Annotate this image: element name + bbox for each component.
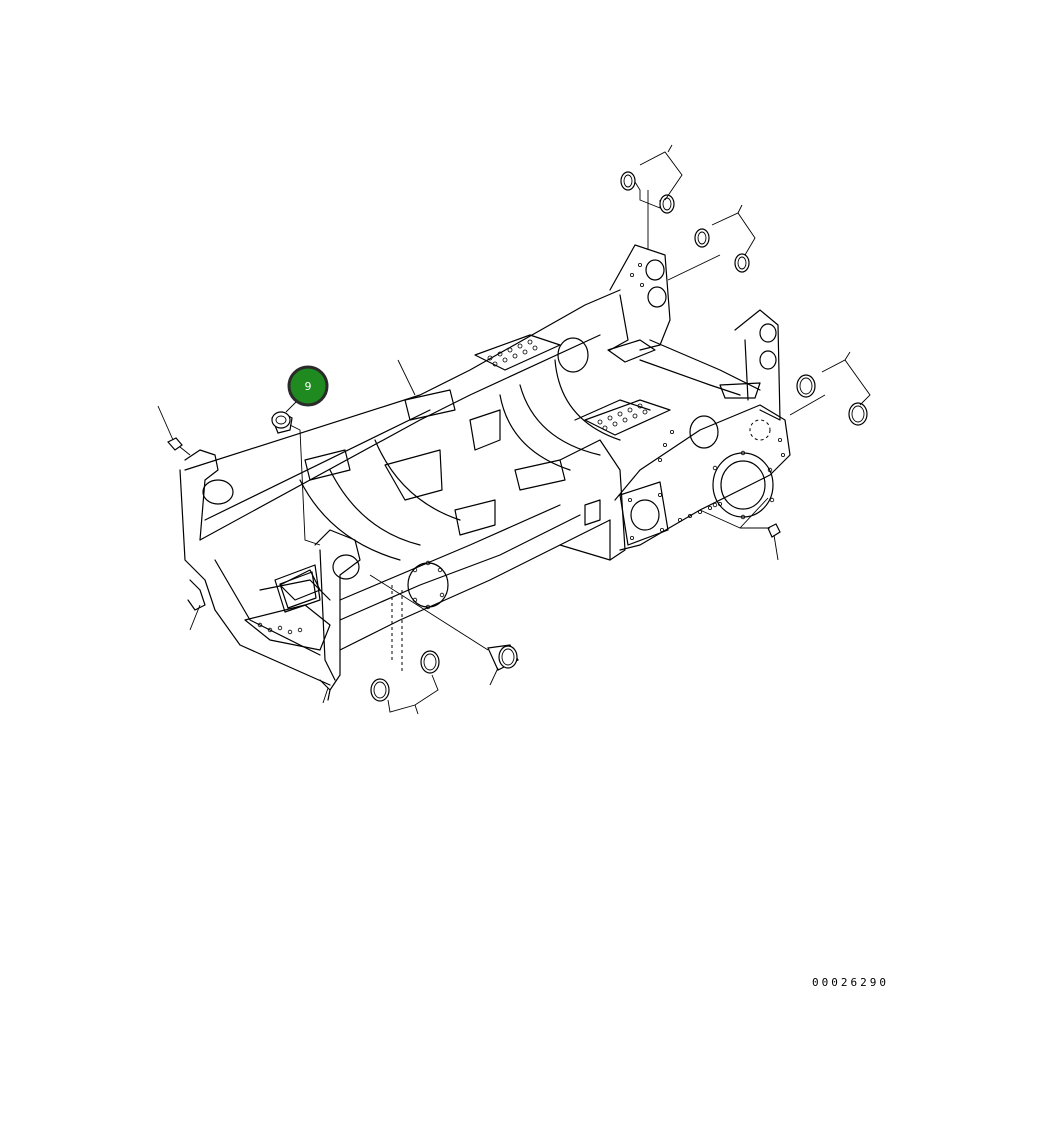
- frame-assembly: [179, 244, 791, 701]
- callout-balloon-9[interactable]: 9: [285, 365, 329, 413]
- bushing-pair-upper-right: [667, 204, 756, 281]
- grease-fitting-left: [157, 405, 191, 456]
- bushing-pair-right: [789, 351, 871, 426]
- callout-circle[interactable]: [287, 365, 329, 407]
- callout-label: 9: [305, 380, 312, 393]
- bushing-pair-bottom: [370, 585, 440, 715]
- bolt-holes: [257, 262, 786, 635]
- drawing-code: 00026290: [812, 976, 889, 989]
- bushing-single-bottom: [369, 574, 519, 686]
- bushing-pair-top: [620, 144, 683, 250]
- bushing-callout-target: [271, 411, 321, 546]
- grease-fitting-right: [699, 497, 781, 561]
- leader-lines: [189, 359, 416, 704]
